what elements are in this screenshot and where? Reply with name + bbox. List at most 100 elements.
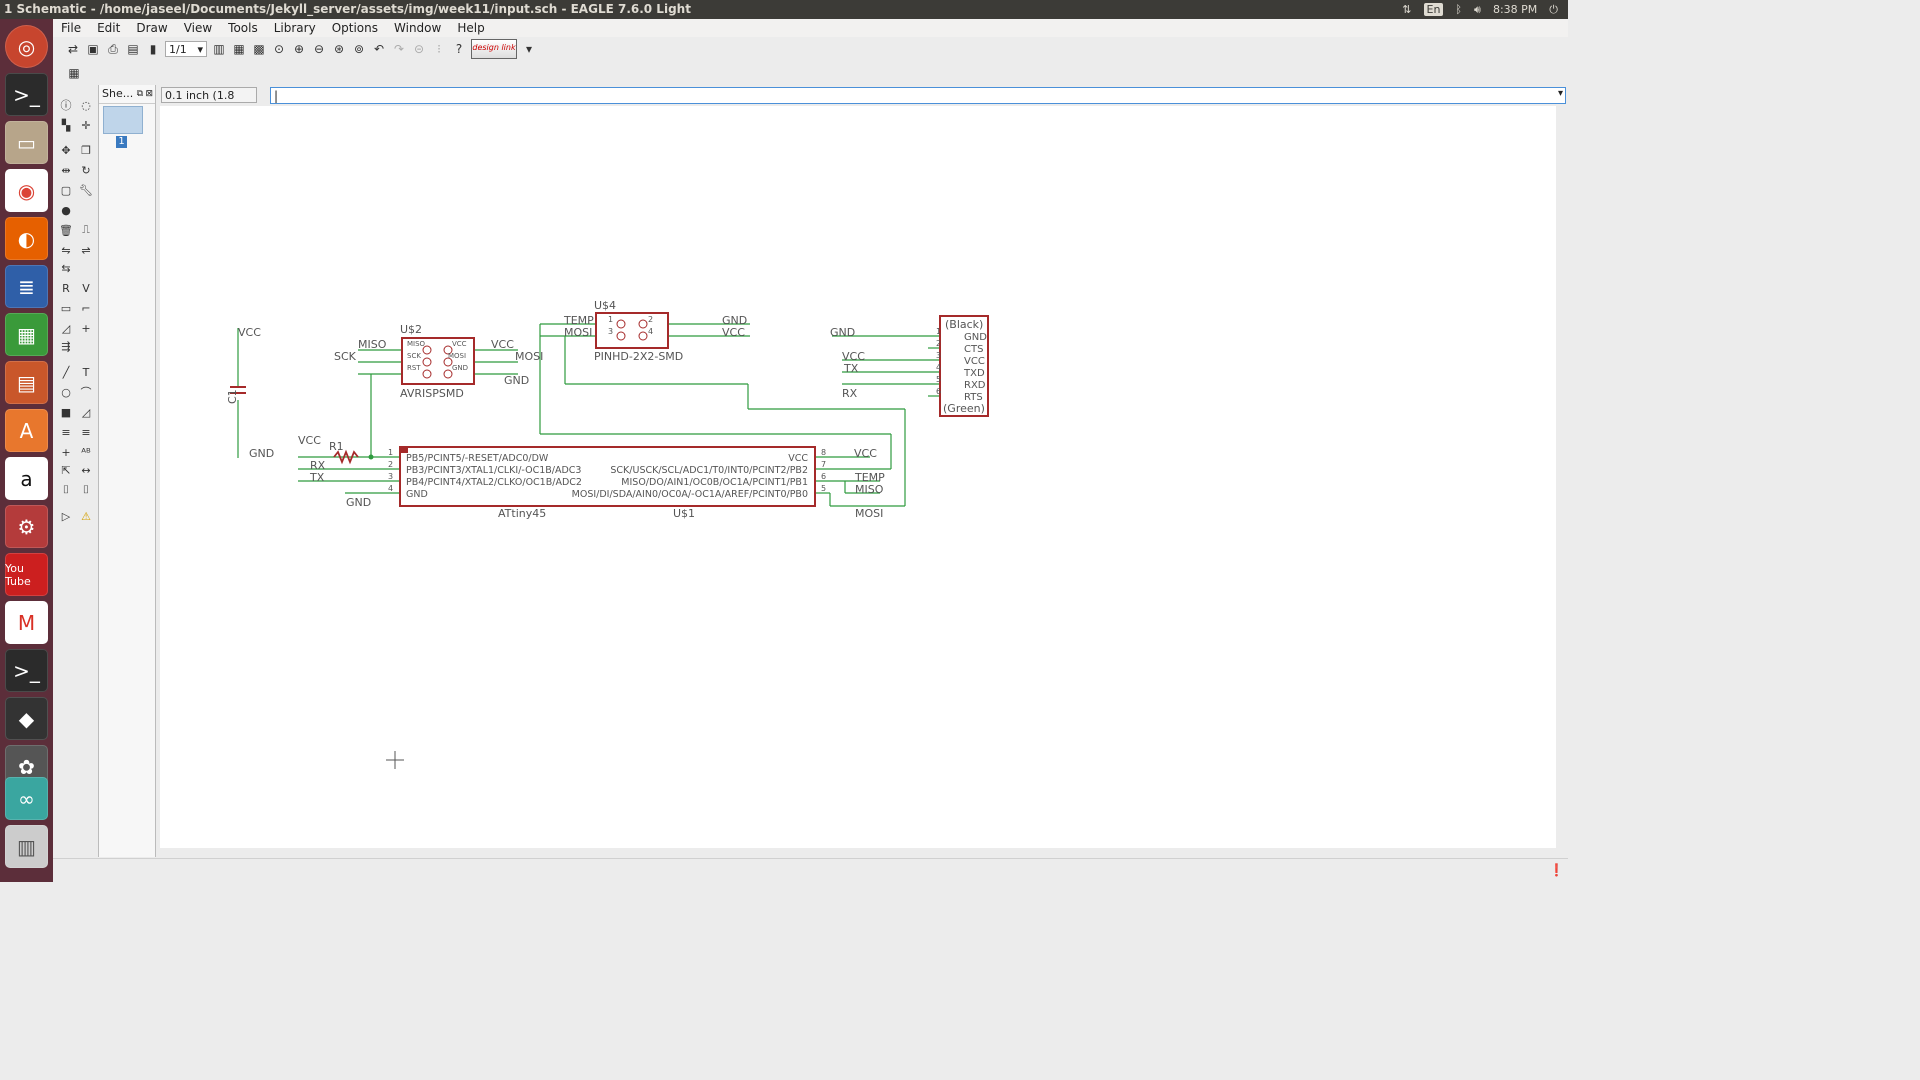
files-icon[interactable]: ▭ — [5, 121, 48, 164]
menu-view[interactable]: View — [183, 21, 213, 35]
show-icon[interactable]: ◌ — [81, 98, 91, 112]
firefox-icon[interactable]: ◐ — [5, 217, 48, 260]
help-icon[interactable]: ? — [455, 42, 463, 56]
terminal-2-icon[interactable]: >_ — [5, 649, 48, 692]
close-icon[interactable]: ⊠ — [145, 89, 153, 99]
undo-icon[interactable]: ↶ — [373, 42, 385, 56]
run-ulp-icon[interactable]: ▩ — [253, 42, 265, 56]
chrome-icon[interactable]: ◉ — [5, 169, 48, 212]
volume-icon[interactable]: 🔊︎ — [1474, 3, 1481, 16]
dimension-icon[interactable]: ↔ — [81, 463, 91, 477]
bluetooth-icon[interactable]: ᛒ — [1455, 3, 1463, 16]
mirror-icon[interactable]: ⇹ — [61, 163, 71, 177]
move-icon[interactable]: ✥ — [61, 143, 71, 157]
optimize-icon[interactable]: + — [81, 321, 91, 335]
label-icon[interactable]: ᴬᴮ — [81, 445, 91, 459]
invoke-icon[interactable]: ⇶ — [61, 339, 71, 353]
impress-icon[interactable]: ▤ — [5, 361, 48, 404]
open-icon[interactable]: ⇄ — [67, 42, 79, 56]
menu-help[interactable]: Help — [457, 21, 485, 35]
rotate-icon[interactable]: ↻ — [81, 163, 91, 177]
command-input[interactable]: | ▾ — [270, 87, 1566, 104]
copy-icon[interactable]: ❐ — [81, 143, 91, 157]
clock[interactable]: 8:38 PM — [1492, 3, 1538, 16]
trash-icon[interactable]: ▥ — [5, 825, 48, 868]
terminal-icon[interactable]: >_ — [5, 73, 48, 116]
save-icon[interactable]: ▣ — [87, 42, 99, 56]
software-center-icon[interactable]: A — [5, 409, 48, 452]
menu-draw[interactable]: Draw — [136, 21, 168, 35]
group-icon[interactable]: ▢ — [60, 183, 72, 197]
redo-icon[interactable]: ↷ — [393, 42, 405, 56]
network-icon[interactable]: ⇅ — [1402, 3, 1412, 16]
arc-icon[interactable]: ⌒ — [80, 386, 92, 399]
stop-icon[interactable]: ⊝ — [413, 42, 425, 56]
print-icon[interactable]: ⎙ — [108, 41, 118, 56]
gmail-icon[interactable]: M — [5, 601, 48, 644]
frame-icon[interactable]: ⌷ — [62, 483, 70, 496]
delete-icon[interactable]: 🗑︎ — [59, 223, 73, 237]
zoom-out-icon[interactable]: ⊖ — [313, 42, 325, 56]
board-icon[interactable]: ▦ — [233, 42, 245, 56]
junction-icon[interactable]: + — [61, 445, 71, 459]
menu-library[interactable]: Library — [273, 21, 316, 35]
designlink-button[interactable]: design link — [471, 39, 517, 59]
arduino-icon[interactable]: ∞ — [5, 777, 48, 820]
menu-options[interactable]: Options — [331, 21, 379, 35]
zoom-select-icon[interactable]: ⊚ — [353, 42, 365, 56]
pinswap-icon[interactable]: ⇋ — [61, 243, 71, 257]
menu-window[interactable]: Window — [394, 21, 442, 35]
zoom-in-icon[interactable]: ⊕ — [293, 42, 305, 56]
add-icon[interactable]: ⎍ — [82, 223, 90, 236]
horizontal-scrollbar[interactable] — [160, 848, 1556, 858]
paste-icon[interactable]: ● — [61, 203, 71, 217]
warning-icon[interactable]: ⚠ — [81, 509, 91, 523]
menu-file[interactable]: File — [61, 21, 82, 35]
net-icon[interactable]: ≡ — [81, 425, 91, 439]
history-dropdown-icon[interactable]: ▾ — [1557, 88, 1563, 99]
power-icon[interactable]: ⏻ — [1549, 3, 1558, 16]
menu-tools[interactable]: Tools — [228, 21, 258, 35]
display-icon[interactable]: ▚ — [61, 118, 71, 132]
info-icon[interactable]: ⓘ — [60, 99, 72, 112]
designlink-dropdown-icon[interactable]: ▾ — [525, 42, 533, 56]
sheet-select[interactable]: 1/1▾ — [165, 41, 207, 57]
alert-icon[interactable]: ❗ — [1549, 863, 1564, 877]
miter-icon[interactable]: ⌐ — [81, 301, 91, 315]
youtube-icon[interactable]: You Tube — [5, 553, 48, 596]
gateswap-icon[interactable]: ⇆ — [61, 261, 71, 275]
schematic-canvas[interactable]: VCC C1 GND U$2 AVRISPSMD MISO SCK VCC MO… — [160, 106, 1556, 848]
text-icon[interactable]: T — [82, 365, 90, 379]
calc-icon[interactable]: ▦ — [5, 313, 48, 356]
split-icon[interactable]: ◿ — [61, 321, 71, 335]
mark-icon[interactable]: ✛ — [81, 118, 91, 132]
value-icon[interactable]: V — [82, 281, 90, 295]
circle-icon[interactable]: ○ — [61, 385, 71, 399]
erc-icon[interactable]: ▷ — [61, 509, 71, 523]
settings-icon[interactable]: ⚙ — [5, 505, 48, 548]
attribute-icon[interactable]: ⇱ — [61, 463, 71, 477]
ubuntu-dash-icon[interactable]: ◎ — [5, 25, 48, 68]
go-icon[interactable]: ⁝ — [437, 42, 441, 56]
wire-icon[interactable]: ╱ — [62, 365, 70, 379]
vertical-scrollbar[interactable] — [1556, 106, 1568, 848]
inkscape-icon[interactable]: ◆ — [5, 697, 48, 740]
change-icon[interactable]: 🔧︎ — [79, 183, 93, 197]
smash-icon[interactable]: ▭ — [60, 301, 72, 315]
float-icon[interactable]: ⧉ — [136, 89, 143, 99]
polygon-icon[interactable]: ◿ — [81, 405, 91, 419]
grid-icon[interactable]: ▦ — [68, 66, 80, 80]
name-icon[interactable]: R — [62, 281, 70, 295]
menu-edit[interactable]: Edit — [97, 21, 121, 35]
cam-icon[interactable]: ▤ — [127, 42, 139, 56]
replace-icon[interactable]: ⇌ — [81, 243, 91, 257]
sheet-icon[interactable]: ▮ — [149, 42, 157, 56]
amazon-icon[interactable]: a — [5, 457, 48, 500]
rect-icon[interactable]: ■ — [60, 405, 72, 419]
sheet-thumbnail[interactable] — [103, 106, 143, 134]
zoom-fit-icon[interactable]: ⊙ — [273, 42, 285, 56]
writer-icon[interactable]: ≣ — [5, 265, 48, 308]
keyboard-layout-indicator[interactable]: En — [1423, 3, 1444, 16]
bus-icon[interactable]: ≡ — [61, 425, 71, 439]
zoom-redraw-icon[interactable]: ⊛ — [333, 42, 345, 56]
